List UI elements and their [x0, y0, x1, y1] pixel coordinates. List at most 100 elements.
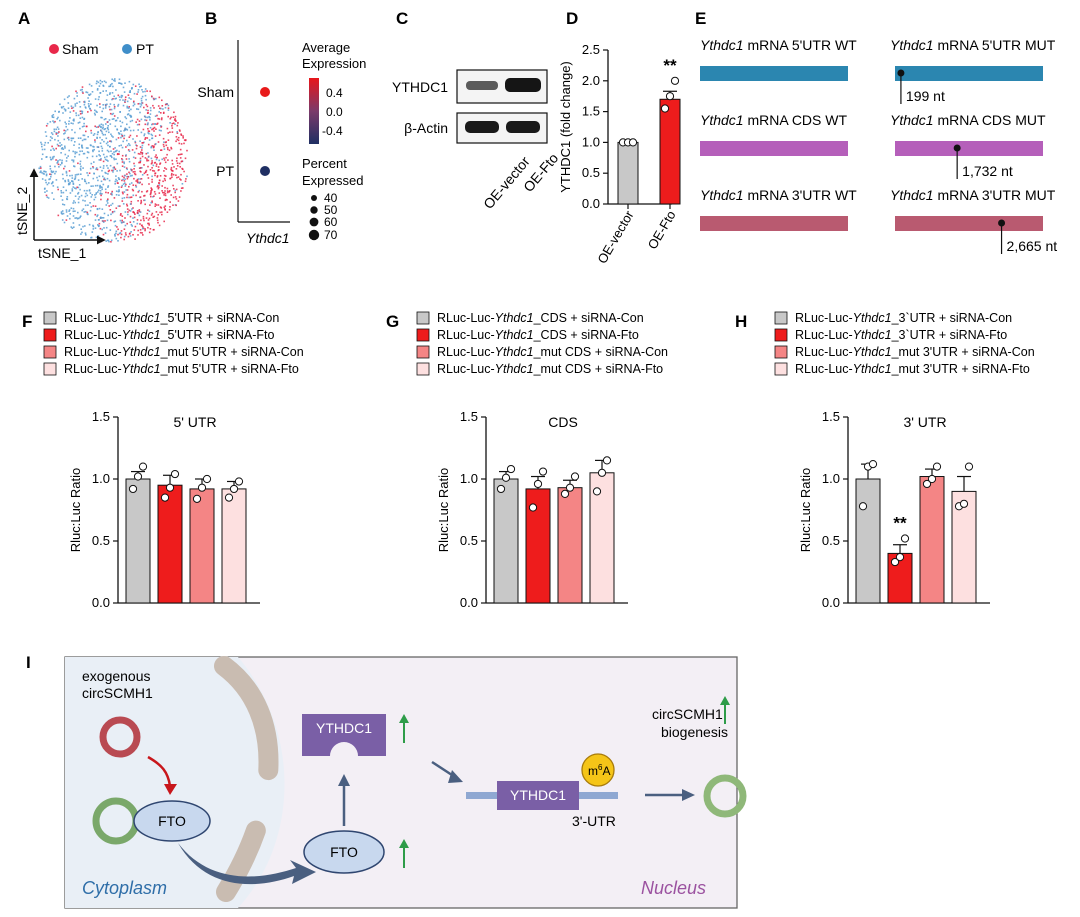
- tsne-point-pt: [120, 136, 122, 139]
- tsne-point-pt: [111, 211, 114, 214]
- tsne-point-sham: [183, 170, 185, 173]
- tsne-point-pt: [82, 208, 85, 210]
- tsne-point-sham: [71, 107, 73, 109]
- tsne-point-pt: [101, 127, 104, 130]
- tsne-point-pt: [139, 105, 142, 108]
- panel-e-label: E: [695, 9, 706, 28]
- tsne-point-pt: [113, 210, 116, 213]
- tsne-point-sham: [113, 105, 116, 108]
- fto-nuclear-ellipse: [303, 830, 385, 874]
- tsne-point-sham: [167, 139, 170, 141]
- tsne-point-pt: [114, 98, 116, 100]
- tsne-point-pt: [126, 123, 128, 126]
- chart-h-y-label: Rluc:Luc Ratio: [798, 468, 813, 553]
- avg-expression-colorbar: [309, 78, 319, 144]
- tsne-point-pt: [90, 162, 93, 165]
- tsne-point-pt: [62, 177, 64, 180]
- tsne-point-sham: [141, 153, 143, 155]
- tsne-point-sham: [154, 135, 157, 137]
- tsne-point-sham: [165, 175, 167, 177]
- tsne-point-sham: [87, 111, 89, 113]
- tsne-point-pt: [126, 105, 128, 108]
- tsne-point-sham: [178, 142, 181, 145]
- ythdc1-protein-label: YTHDC1: [316, 720, 372, 736]
- tsne-point-sham: [152, 127, 155, 130]
- chart-f-bar: [189, 488, 215, 604]
- tsne-point-sham: [165, 141, 167, 143]
- tsne-point-pt: [74, 217, 76, 219]
- tsne-point-sham: [107, 170, 110, 173]
- panel-b: B Sham PT Ythdc1 Average Expression 0.4 …: [197, 9, 366, 246]
- tsne-point-sham: [171, 125, 173, 127]
- tsne-point-pt: [72, 122, 74, 125]
- tsne-point-pt: [114, 224, 117, 227]
- tsne-point-pt: [107, 150, 110, 153]
- tsne-point-pt: [96, 146, 99, 148]
- tsne-point-pt: [186, 175, 188, 178]
- tsne-point-pt: [130, 115, 133, 118]
- tsne-point-sham: [125, 167, 128, 169]
- tsne-point-pt: [116, 162, 119, 165]
- circscmh1-product-icon: [703, 774, 747, 818]
- tsne-point-sham: [123, 176, 125, 179]
- tsne-point-pt: [67, 107, 70, 109]
- tsne-point-pt: [132, 83, 135, 86]
- ythdc1-mrna-box: [497, 781, 579, 810]
- tsne-point-pt: [115, 97, 117, 100]
- tsne-point-pt: [51, 192, 53, 194]
- tsne-point-pt: [88, 104, 90, 107]
- tsne-point-sham: [160, 112, 162, 114]
- tsne-point-pt: [112, 85, 114, 88]
- tsne-point-pt: [116, 149, 118, 152]
- tsne-point-pt: [55, 132, 58, 134]
- construct-mut-label: Ythdc1 mRNA CDS MUT: [890, 112, 1046, 128]
- tsne-point-sham: [116, 226, 118, 228]
- tsne-point-pt: [139, 159, 142, 162]
- tsne-point-pt: [104, 156, 106, 159]
- tsne-point-pt: [149, 113, 152, 115]
- tsne-point-pt: [110, 140, 113, 143]
- panel-h-label: H: [735, 312, 747, 331]
- tsne-point-sham: [132, 207, 134, 209]
- tsne-point-pt: [115, 175, 117, 177]
- tsne-point-pt: [93, 112, 96, 115]
- chart-f-title: 5' UTR: [173, 414, 216, 430]
- tsne-point-pt: [121, 146, 124, 149]
- tsne-point-pt: [65, 123, 67, 125]
- exogenous-circ-icon: [99, 716, 141, 758]
- tsne-point-pt: [61, 173, 64, 176]
- tsne-point-pt: [93, 148, 95, 151]
- tsne-point-pt: [89, 167, 92, 170]
- tsne-point-sham: [151, 189, 153, 191]
- tsne-point-pt: [44, 131, 47, 133]
- tsne-point-pt: [122, 104, 125, 107]
- tsne-point-sham: [143, 219, 145, 222]
- tsne-point-sham: [136, 219, 139, 221]
- tsne-point-sham: [129, 134, 132, 137]
- tsne-point-pt: [107, 125, 109, 127]
- tsne-point-sham: [164, 199, 167, 202]
- tsne-point-pt: [131, 119, 134, 122]
- legend-g: RLuc-Luc-Ythdc1_CDS + siRNA-ConRLuc-Luc-…: [416, 311, 668, 376]
- tsne-point-pt: [111, 118, 114, 120]
- tsne-point-pt: [78, 143, 81, 146]
- tsne-point-pt: [64, 130, 67, 132]
- tsne-point-pt: [132, 221, 135, 223]
- legend-swatch: [774, 362, 788, 376]
- chart-g-data-point: [528, 503, 538, 512]
- tsne-point-sham: [107, 198, 109, 200]
- tsne-point-sham: [179, 157, 182, 159]
- tsne-point-sham: [127, 211, 129, 213]
- tsne-point-pt: [116, 170, 118, 172]
- tsne-point-pt: [102, 221, 105, 223]
- tsne-point-pt: [113, 95, 115, 98]
- tsne-point-pt: [83, 211, 86, 213]
- tsne-point-pt: [44, 141, 47, 144]
- tsne-point-pt: [114, 147, 116, 149]
- tsne-point-pt: [141, 167, 143, 169]
- fto-to-ythdc1-arrowhead-icon: [338, 774, 350, 786]
- panel-f-label: F: [22, 312, 32, 331]
- tsne-point-pt: [97, 131, 99, 133]
- tsne-point-pt: [93, 133, 96, 135]
- chart-h-significance-label: **: [893, 514, 907, 533]
